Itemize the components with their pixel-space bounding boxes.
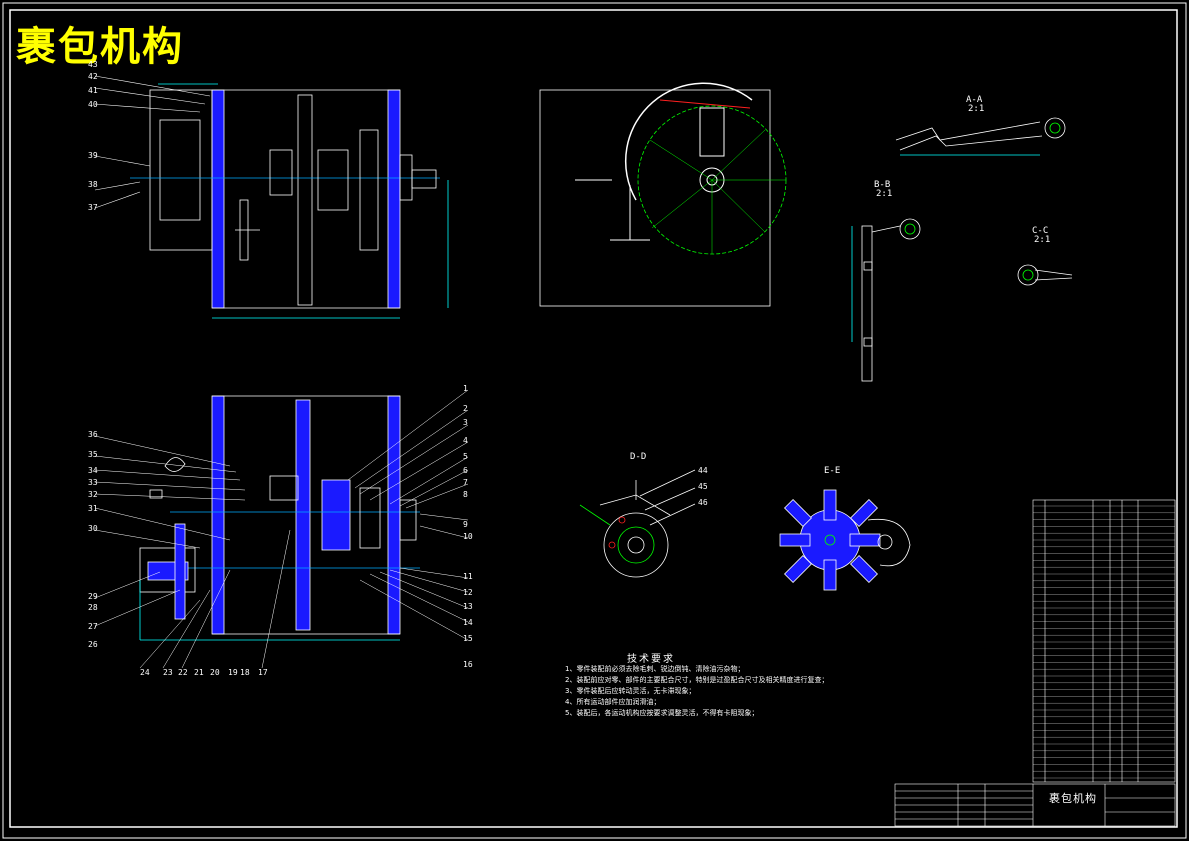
callout-number: 20 xyxy=(210,668,220,677)
callout-number: 22 xyxy=(178,668,188,677)
callout-number: 31 xyxy=(88,504,98,513)
main-section-view xyxy=(139,395,420,641)
callout-number: 21 xyxy=(194,668,204,677)
leaders-main xyxy=(94,389,469,669)
leaders-top xyxy=(94,75,211,209)
section-bb-label: B-B xyxy=(874,180,891,190)
side-view-top xyxy=(539,82,787,307)
callout-number: 13 xyxy=(463,602,473,611)
section-aa-scale: 2:1 xyxy=(968,104,985,114)
callout-number: 37 xyxy=(88,203,98,212)
callout-number: 8 xyxy=(463,490,468,499)
section-ee xyxy=(779,489,911,591)
callout-number: 30 xyxy=(88,524,98,533)
callout-number: 18 xyxy=(240,668,250,677)
tech-req-item: 2、装配前应对零、部件的主要配合尺寸，特别是过盈配合尺寸及相关精度进行复查； xyxy=(565,676,829,684)
callout-number: 12 xyxy=(463,588,473,597)
callout-number: 40 xyxy=(88,100,98,109)
callout-number: 26 xyxy=(88,640,98,649)
callout-number: 17 xyxy=(258,668,268,677)
callout-number: 41 xyxy=(88,86,98,95)
section-bb-scale: 2:1 xyxy=(876,189,893,199)
section-cc-label: C-C xyxy=(1032,226,1049,236)
callout-number: 42 xyxy=(88,72,98,81)
tech-req-item: 4、所有运动部件应加润滑油； xyxy=(565,698,661,706)
callout-number: 45 xyxy=(698,482,708,491)
tech-req-item: 3、零件装配后应转动灵活，无卡滞现象； xyxy=(565,687,696,695)
tech-req-item: 1、零件装配前必须去除毛刺、锐边倒钝、清除油污杂物； xyxy=(565,665,745,673)
callout-number: 14 xyxy=(463,618,473,627)
section-aa-label: A-A xyxy=(966,95,983,105)
parts-list xyxy=(1032,499,1176,783)
drawing-title: 裹包机构 xyxy=(16,24,184,70)
callout-number: 38 xyxy=(88,180,98,189)
callout-number: 2 xyxy=(463,404,468,413)
callout-number: 16 xyxy=(463,660,473,669)
title-block xyxy=(894,783,1176,827)
callout-number: 7 xyxy=(463,478,468,487)
section-dd xyxy=(579,469,696,578)
front-view-top xyxy=(130,83,449,319)
tech-req-item: 5、装配后，各运动机构应按要求调整灵活，不得有卡阻现象； xyxy=(565,709,759,717)
section-aa xyxy=(895,117,1066,156)
callout-number: 4 xyxy=(463,436,468,445)
callout-number: 35 xyxy=(88,450,98,459)
callout-number: 3 xyxy=(463,418,468,427)
callout-number: 39 xyxy=(88,151,98,160)
callout-number: 10 xyxy=(463,532,473,541)
callout-number: 44 xyxy=(698,466,708,475)
callout-number: 46 xyxy=(698,498,708,507)
callout-number: 24 xyxy=(140,668,150,677)
callout-number: 43 xyxy=(88,60,98,69)
title-block-name: 裹包机构 xyxy=(1049,792,1097,805)
callout-number: 1 xyxy=(463,384,468,393)
callout-number: 32 xyxy=(88,490,98,499)
callout-number: 6 xyxy=(463,466,468,475)
callout-number: 33 xyxy=(88,478,98,487)
callout-number: 9 xyxy=(463,520,468,529)
section-cc xyxy=(1017,264,1073,286)
section-ee-label: E-E xyxy=(824,466,841,476)
section-dd-label: D-D xyxy=(630,452,647,462)
callout-number: 11 xyxy=(463,572,473,581)
callout-number: 15 xyxy=(463,634,473,643)
callout-number: 28 xyxy=(88,603,98,612)
callout-number: 23 xyxy=(163,668,173,677)
tech-req-list: 1、零件装配前必须去除毛刺、锐边倒钝、清除油污杂物； 2、装配前应对零、部件的主… xyxy=(565,664,828,719)
callout-number: 36 xyxy=(88,430,98,439)
callout-number: 27 xyxy=(88,622,98,631)
callout-number: 19 xyxy=(228,668,238,677)
tech-req-heading: 技术要求 xyxy=(627,654,675,665)
section-cc-scale: 2:1 xyxy=(1034,235,1051,245)
callout-number: 5 xyxy=(463,452,468,461)
section-bb xyxy=(851,218,921,382)
callout-number: 29 xyxy=(88,592,98,601)
callout-number: 34 xyxy=(88,466,98,475)
